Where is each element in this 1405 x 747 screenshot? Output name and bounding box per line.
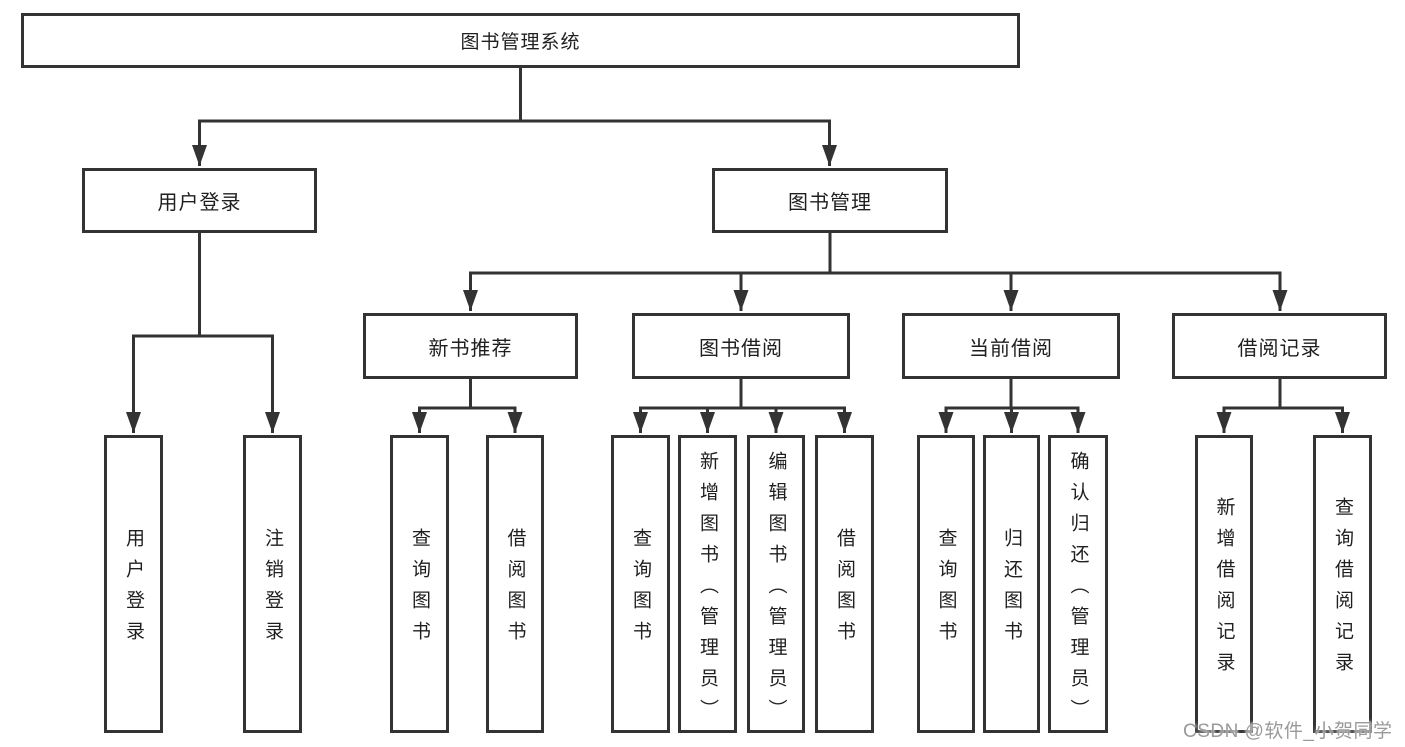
node-label: 借阅记录 [1237, 337, 1322, 360]
node-label: 归还图书 [1001, 528, 1022, 652]
node-user-login: 用户登录 [82, 168, 317, 233]
leaf-query-books-current: 查询图书 [917, 435, 975, 733]
node-label: 查询借阅记录 [1332, 497, 1353, 683]
leaf-query-books-recommend: 查询图书 [390, 435, 449, 733]
node-label: 查询图书 [409, 528, 430, 652]
leaf-borrow-books-recommend: 借阅图书 [486, 435, 544, 733]
node-label: 借阅图书 [834, 528, 855, 652]
node-label: 图书借阅 [699, 337, 783, 360]
csdn-watermark: CSDN @软件_小贺同学 [1183, 721, 1393, 742]
leaf-add-borrow-record: 新增借阅记录 [1195, 435, 1253, 733]
node-current-borrow: 当前借阅 [902, 313, 1120, 379]
node-label: 查询图书 [935, 528, 957, 652]
node-label: 新增借阅记录 [1213, 497, 1235, 683]
node-label: 图书管理 [788, 192, 872, 214]
leaf-logout: 注销登录 [243, 435, 302, 733]
leaf-user-login: 用户登录 [104, 435, 163, 733]
node-label: 注销登录 [262, 528, 283, 652]
leaf-add-books-admin: 新增图书（管理员） [678, 435, 737, 733]
node-label: 用户登录 [123, 528, 144, 652]
node-label: 当前借阅 [969, 337, 1053, 360]
node-label: 编辑图书（管理员） [765, 450, 787, 730]
node-library-management-system: 图书管理系统 [21, 13, 1020, 68]
node-label: 查询图书 [630, 528, 651, 652]
leaf-borrow-books: 借阅图书 [815, 435, 874, 733]
node-label: 借阅图书 [504, 528, 526, 652]
leaf-return-books: 归还图书 [983, 435, 1040, 733]
node-book-borrow: 图书借阅 [632, 313, 850, 379]
node-borrow-records: 借阅记录 [1172, 313, 1387, 379]
node-label: 新增图书（管理员） [697, 450, 718, 730]
node-label: 图书管理系统 [460, 32, 581, 53]
node-label: 用户登录 [157, 192, 242, 214]
leaf-confirm-return-admin: 确认归还（管理员） [1048, 435, 1108, 733]
node-label: 新书推荐 [428, 337, 513, 360]
leaf-query-borrow-record: 查询借阅记录 [1313, 435, 1372, 733]
leaf-edit-books-admin: 编辑图书（管理员） [747, 435, 805, 733]
node-book-management: 图书管理 [712, 168, 948, 233]
node-label: 确认归还（管理员） [1067, 450, 1089, 730]
node-new-book-recommend: 新书推荐 [363, 313, 578, 379]
leaf-query-books-borrow: 查询图书 [611, 435, 670, 733]
